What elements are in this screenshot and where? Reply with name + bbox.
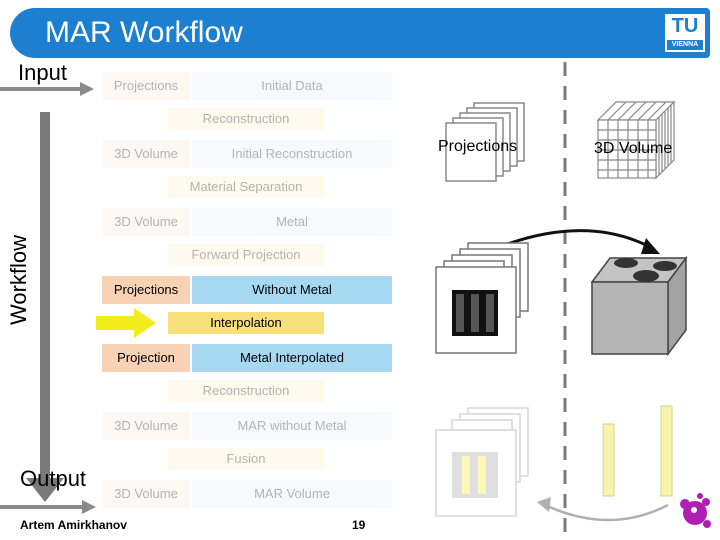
- slide-title: MAR Workflow: [45, 16, 243, 49]
- workflow-arrow-shaft: [40, 112, 50, 480]
- highlight-arrow-shaft: [96, 316, 134, 330]
- volume-caption: 3D Volume: [594, 140, 673, 157]
- volume-1-box: 3D Volume: [102, 140, 190, 168]
- volume-3-box: 3D Volume: [102, 412, 190, 440]
- page-number: 19: [352, 518, 366, 532]
- volume-4-box: 3D Volume: [102, 480, 190, 508]
- logo-vienna-text: VIENNA: [667, 40, 703, 50]
- logo-tu-text: TU: [671, 15, 699, 37]
- tu-vienna-logo: TU VIENNA: [663, 12, 707, 54]
- workflow-label: Workflow: [6, 223, 31, 333]
- metal-box: Metal: [192, 208, 392, 236]
- interpolated-projections-stack-icon: [435, 407, 529, 517]
- mar-volume-box: MAR Volume: [192, 480, 392, 508]
- fusion-curve-arrow: [544, 503, 669, 522]
- workflow-label-text: Workflow: [6, 234, 31, 326]
- workflow-arrowhead: [26, 478, 64, 502]
- output-arrowhead: [82, 500, 96, 514]
- interpolation-label: Interpolation: [168, 312, 324, 334]
- initial-reconstruction-box: Initial Reconstruction: [192, 140, 392, 168]
- forward-curve-arrowhead: [641, 238, 660, 254]
- input-label: Input: [18, 60, 67, 85]
- projection-box: Projection: [102, 344, 190, 372]
- highlight-arrowhead: [134, 308, 156, 338]
- metal-projections-stack-icon: [435, 242, 529, 354]
- author-name: Artem Amirkhanov: [20, 518, 127, 532]
- volume-2-box: 3D Volume: [102, 208, 190, 236]
- splat-logo-icon: [680, 493, 711, 528]
- projections-top-box: Projections: [102, 72, 190, 100]
- forward-projection-label: Forward Projection: [168, 244, 324, 266]
- metal-cube-icon: [590, 255, 688, 357]
- title-bar: [10, 8, 710, 58]
- initial-data-box: Initial Data: [192, 72, 392, 100]
- input-arrowhead: [80, 82, 94, 96]
- fusion-label: Fusion: [168, 448, 324, 470]
- projections-mid-box: Projections: [102, 276, 190, 304]
- output-label: Output: [20, 466, 87, 491]
- reconstruction-1-label: Reconstruction: [168, 108, 324, 130]
- reconstruction-2-label: Reconstruction: [168, 380, 324, 402]
- projections-caption: Projections: [438, 138, 518, 155]
- fusion-curve-arrowhead: [537, 497, 551, 512]
- projections-stack-icon: [445, 102, 525, 182]
- metal-interpolated-box: Metal Interpolated: [192, 344, 392, 372]
- voxel-volume-icon: [596, 100, 676, 180]
- mar-without-metal-box: MAR without Metal: [192, 412, 392, 440]
- material-separation-label: Material Separation: [168, 176, 324, 198]
- metal-rods-icon: [602, 405, 673, 497]
- without-metal-box: Without Metal: [192, 276, 392, 304]
